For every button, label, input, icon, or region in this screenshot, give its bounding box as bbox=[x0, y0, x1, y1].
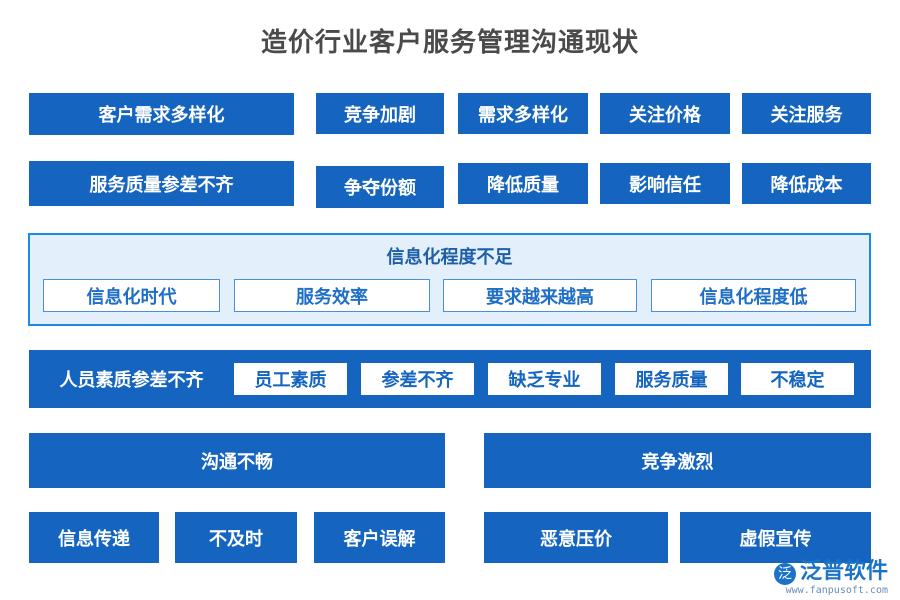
logo-icon: 泛 bbox=[773, 562, 796, 585]
staff-band: 人员素质参差不齐 员工素质 参差不齐 缺乏专业 服务质量 不稳定 bbox=[29, 350, 871, 408]
staff-band-item: 参差不齐 bbox=[361, 363, 474, 395]
info-panel-item: 服务效率 bbox=[234, 279, 430, 312]
page-title: 造价行业客户服务管理沟通现状 bbox=[260, 28, 639, 58]
info-panel-title: 信息化程度不足 bbox=[386, 247, 513, 268]
info-panel-item: 信息化程度低 bbox=[651, 279, 856, 312]
competition-title-box: 竞争激烈 bbox=[484, 433, 871, 488]
row2-main-box: 服务质量参差不齐 bbox=[29, 161, 294, 206]
watermark-url: www.fanpusoft.com bbox=[785, 585, 888, 596]
staff-band-label: 人员素质参差不齐 bbox=[59, 370, 204, 391]
row1-item: 竞争加剧 bbox=[316, 93, 444, 134]
communication-item: 客户误解 bbox=[314, 512, 445, 563]
info-panel: 信息化程度不足 信息化时代 服务效率 要求越来越高 信息化程度低 bbox=[28, 233, 871, 326]
row2-item: 影响信任 bbox=[600, 163, 730, 204]
staff-band-item: 服务质量 bbox=[615, 363, 728, 395]
row1-item: 关注价格 bbox=[600, 93, 730, 134]
info-panel-item: 要求越来越高 bbox=[443, 279, 637, 312]
competition-item: 虚假宣传 bbox=[680, 512, 871, 563]
competition-item: 恶意压价 bbox=[484, 512, 668, 563]
row2-item: 降低质量 bbox=[458, 163, 588, 204]
watermark-name: 泛普软件 bbox=[799, 559, 888, 584]
row2-item: 降低成本 bbox=[742, 163, 871, 204]
staff-band-item: 缺乏专业 bbox=[488, 363, 601, 395]
staff-band-item: 员工素质 bbox=[234, 363, 347, 395]
row1-item: 关注服务 bbox=[742, 93, 871, 134]
staff-band-item: 不稳定 bbox=[741, 363, 854, 395]
row1-item: 需求多样化 bbox=[458, 93, 588, 134]
row1-main-box: 客户需求多样化 bbox=[29, 93, 294, 135]
watermark: 泛泛普软件 www.fanpusoft.com bbox=[773, 553, 888, 596]
info-panel-item: 信息化时代 bbox=[43, 279, 220, 312]
communication-item: 不及时 bbox=[175, 512, 297, 563]
row2-item: 争夺份额 bbox=[316, 166, 444, 208]
communication-title-box: 沟通不畅 bbox=[29, 433, 445, 488]
communication-item: 信息传递 bbox=[29, 512, 159, 563]
